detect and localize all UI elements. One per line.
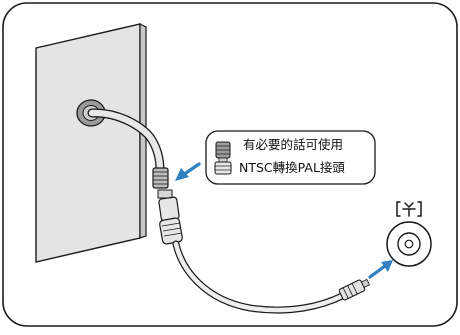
callout-line-2: NTSC轉換PAL接頭 xyxy=(239,160,345,175)
arrow-to-adapter xyxy=(175,162,201,181)
tv-end-plug xyxy=(338,278,371,301)
coax-plug-connector xyxy=(157,189,183,245)
callout-line-1: 有必要的話可使用 xyxy=(243,137,344,152)
adapter-callout-box xyxy=(205,130,376,185)
wall-outlet-plate xyxy=(35,23,147,263)
ntsc-pal-adapter xyxy=(152,167,169,189)
adapter-callout-illustration xyxy=(214,141,232,175)
tv-antenna-icon xyxy=(396,201,422,217)
arrow-to-tv-port xyxy=(368,260,393,279)
tv-rf-port xyxy=(386,221,432,267)
